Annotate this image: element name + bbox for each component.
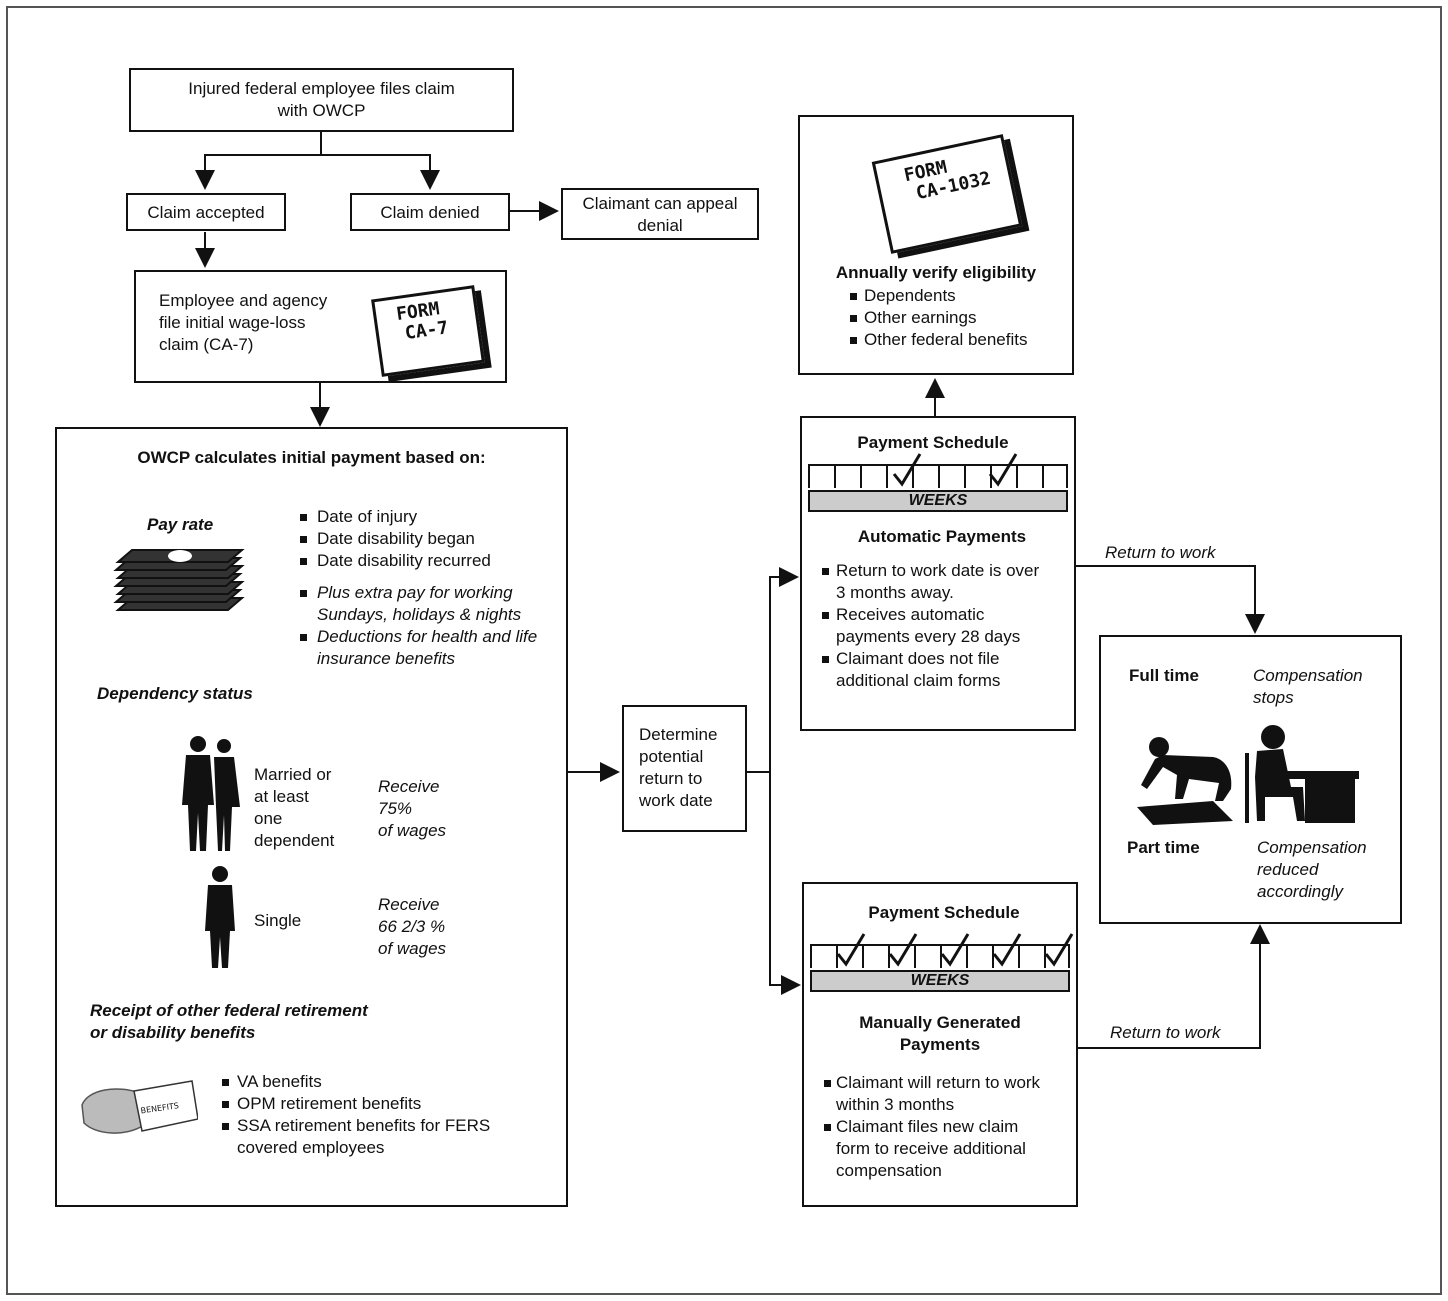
auto-weeks-label: WEEKS — [808, 490, 1068, 512]
dependency-heading: Dependency status — [97, 684, 253, 703]
bullet — [300, 536, 307, 543]
checkmark-icon — [1044, 933, 1074, 967]
outcome-box: Full time Compensation stops Part time C… — [1099, 635, 1402, 924]
checkmark-icon — [992, 933, 1022, 967]
verify-item: Other federal benefits — [864, 330, 1028, 349]
ca7-form-icon: FORM CA-7 — [371, 285, 485, 377]
married-label: Married or at least one dependent — [254, 765, 335, 850]
bullet — [850, 337, 857, 344]
checkmark-icon — [940, 933, 970, 967]
diagram-frame — [6, 6, 1442, 1295]
bullet — [222, 1079, 229, 1086]
benefits-card-icon: BENEFITS — [81, 1080, 198, 1134]
manual-title: Manually Generated Payments — [859, 1013, 1021, 1054]
bullet — [824, 1080, 831, 1087]
auto-checkmarks — [892, 453, 1018, 487]
auto-item: Receives automatic payments every 28 day… — [836, 605, 1021, 646]
verify-eligibility-box: FORM CA-1032 Annually verify eligibility… — [798, 115, 1074, 375]
checkmark-icon — [888, 933, 918, 967]
bullet — [822, 612, 829, 619]
auto-item: Claimant does not file additional claim … — [836, 649, 1001, 690]
bullet — [822, 568, 829, 575]
verify-item: Dependents — [864, 286, 956, 305]
bullet — [300, 514, 307, 521]
appeal-text: Claimant can appeal denial — [582, 194, 738, 235]
auto-week-grid — [808, 464, 1068, 488]
claim-accepted-text: Claim accepted — [147, 203, 265, 222]
checkmark-icon — [892, 453, 922, 487]
auto-item: Return to work date is over 3 months awa… — [836, 561, 1040, 602]
bullet — [850, 293, 857, 300]
part-time-result: Compensation reduced accordingly — [1257, 838, 1367, 901]
ca1032-form-icon: FORM CA-1032 — [871, 134, 1023, 254]
full-time-label: Full time — [1129, 666, 1199, 685]
auto-title: Automatic Payments — [857, 527, 1027, 546]
bullet — [300, 634, 307, 641]
pay-rate-item: Date disability began — [317, 529, 475, 548]
manual-weeks-label: WEEKS — [810, 970, 1070, 992]
money-stack-icon — [113, 549, 245, 611]
other-benefit-item: OPM retirement benefits — [237, 1094, 422, 1113]
appeal-box: Claimant can appeal denial — [561, 188, 759, 240]
return-to-work-bottom-label: Return to work — [1110, 1023, 1221, 1042]
other-benefits-heading: Receipt of other federal retirement or d… — [90, 1001, 368, 1042]
single-silhouette-icon — [205, 866, 235, 968]
manual-week-grid — [810, 944, 1070, 968]
ca7-box: Employee and agency file initial wage-lo… — [134, 270, 507, 383]
verify-item: Other earnings — [864, 308, 977, 327]
single-receive: Receive 66 2/3 % of wages — [378, 895, 447, 958]
pay-rate-item: Date disability recurred — [317, 551, 491, 570]
determine-box: Determine potential return to work date — [622, 705, 747, 832]
claim-denied-box: Claim denied — [350, 193, 510, 231]
start-text: Injured federal employee files claim wit… — [188, 79, 455, 120]
manual-item: Claimant files new claim form to receive… — [836, 1117, 1026, 1180]
bullet — [824, 1124, 831, 1131]
couple-silhouette-icon — [182, 736, 240, 851]
automatic-payments-box: Payment Schedule WEEKS Automatic Payment… — [800, 416, 1076, 731]
bullet — [300, 558, 307, 565]
other-benefit-item: VA benefits — [237, 1072, 322, 1091]
bullet — [222, 1101, 229, 1108]
ca7-text: Employee and agency file initial wage-lo… — [159, 291, 328, 354]
working-people-icon — [1137, 725, 1359, 825]
bullet — [850, 315, 857, 322]
claim-accepted-box: Claim accepted — [126, 193, 286, 231]
calculation-title: OWCP calculates initial payment based on… — [137, 448, 486, 467]
bullet — [222, 1123, 229, 1130]
bullet — [822, 656, 829, 663]
single-label: Single — [254, 911, 302, 930]
start-box: Injured federal employee files claim wit… — [129, 68, 514, 132]
part-time-label: Part time — [1127, 838, 1200, 857]
other-benefit-item: SSA retirement benefits for FERS covered… — [237, 1116, 491, 1157]
pay-rate-item: Date of injury — [317, 507, 418, 526]
married-receive: Receive 75% of wages — [378, 777, 447, 840]
bullet — [300, 590, 307, 597]
pay-rate-extra: Plus extra pay for working Sundays, holi… — [317, 583, 522, 624]
checkmark-icon — [836, 933, 866, 967]
manual-schedule-label: Payment Schedule — [868, 903, 1020, 922]
determine-text: Determine potential return to work date — [639, 725, 718, 810]
claim-denied-text: Claim denied — [380, 203, 480, 222]
manual-item: Claimant will return to work within 3 mo… — [836, 1073, 1041, 1114]
pay-rate-extra: Deductions for health and life insurance… — [317, 627, 538, 668]
manual-payments-box: Payment Schedule WEEKS Manually Generate… — [802, 882, 1078, 1207]
verify-title: Annually verify eligibility — [835, 263, 1037, 282]
return-to-work-top-label: Return to work — [1105, 543, 1216, 562]
auto-schedule-label: Payment Schedule — [857, 433, 1009, 452]
manual-checkmarks — [836, 933, 1074, 967]
pay-rate-heading: Pay rate — [147, 515, 214, 534]
checkmark-icon — [988, 453, 1018, 487]
full-time-result: Compensation stops — [1253, 666, 1363, 707]
